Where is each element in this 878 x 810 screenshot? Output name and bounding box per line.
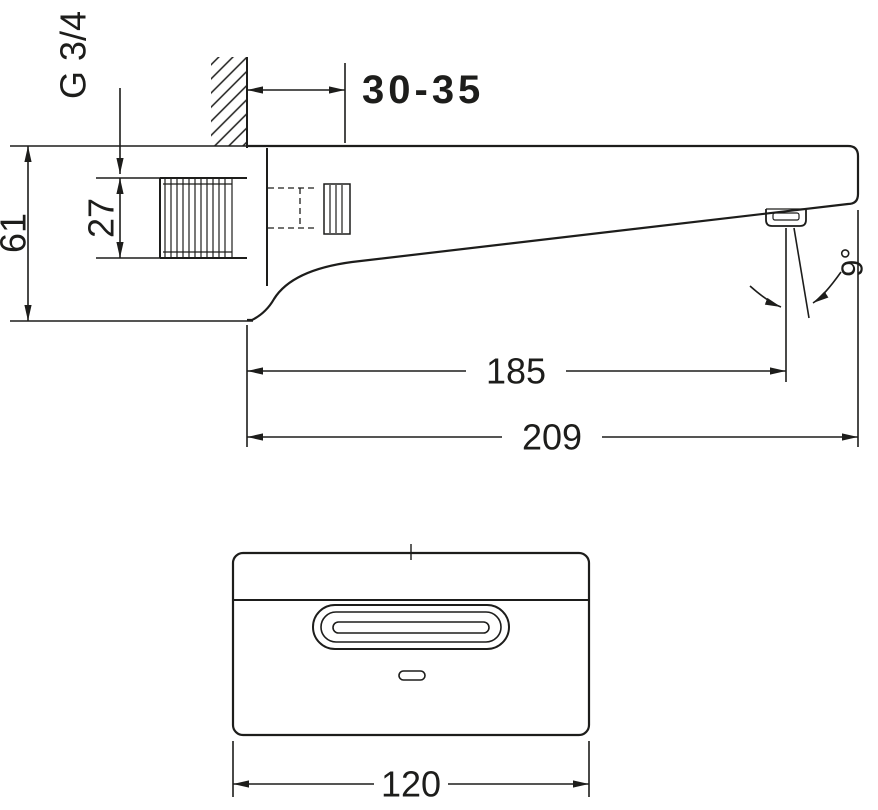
front-body-outline — [231, 551, 591, 737]
thread-pattern — [163, 179, 229, 257]
side-view: G 3/4 30-35 61 27 — [0, 11, 870, 458]
thread-relief-lines — [163, 178, 233, 258]
projection-dimension: 209 — [247, 210, 859, 458]
ext-lines-27 — [96, 177, 160, 259]
spray-opening-slot — [332, 621, 490, 634]
width-dimension: 120 — [232, 741, 590, 805]
spout-body — [247, 144, 860, 322]
front-view: 120 — [231, 544, 591, 805]
inlet-dimension: 27 — [81, 177, 160, 259]
thread-size-annotation: G 3/4 — [53, 11, 124, 174]
ext-lines-120 — [232, 741, 590, 797]
aerator-inner — [772, 212, 800, 221]
height-61-label: 61 — [0, 213, 34, 253]
union-nut-hatch — [329, 185, 343, 233]
hidden-lines — [268, 187, 318, 229]
ext-lines-61 — [10, 145, 253, 322]
length-185-label: 185 — [486, 351, 546, 392]
spray-angle-label: 9° — [835, 247, 870, 277]
spray-angle-annotation: 9° — [749, 227, 870, 382]
wall-hatch — [211, 57, 247, 146]
drain-slot — [398, 670, 426, 681]
thread-size-label: G 3/4 — [53, 11, 94, 99]
threaded-inlet — [159, 177, 247, 259]
width-120-label: 120 — [381, 764, 441, 805]
inlet-27-label: 27 — [81, 198, 122, 238]
hidden-connection — [268, 183, 351, 235]
height-dimension: 61 — [0, 145, 253, 322]
wall-depth-dimension: 30-35 — [247, 63, 484, 143]
spray-angle-line — [793, 227, 810, 319]
spray-opening-middle — [320, 611, 502, 643]
spout-outline — [247, 144, 860, 322]
union-nut — [323, 183, 351, 235]
spray-opening-outer — [312, 604, 510, 650]
wall-section — [211, 57, 248, 148]
aerator-outline — [765, 209, 807, 227]
wall-depth-label: 30-35 — [362, 68, 484, 112]
angle-arc-right — [812, 271, 842, 304]
spray-distance-dimension: 185 — [246, 325, 786, 447]
aerator — [765, 208, 807, 227]
spray-opening — [312, 604, 510, 650]
angle-arc-left — [749, 285, 782, 308]
projection-209-label: 209 — [522, 417, 582, 458]
